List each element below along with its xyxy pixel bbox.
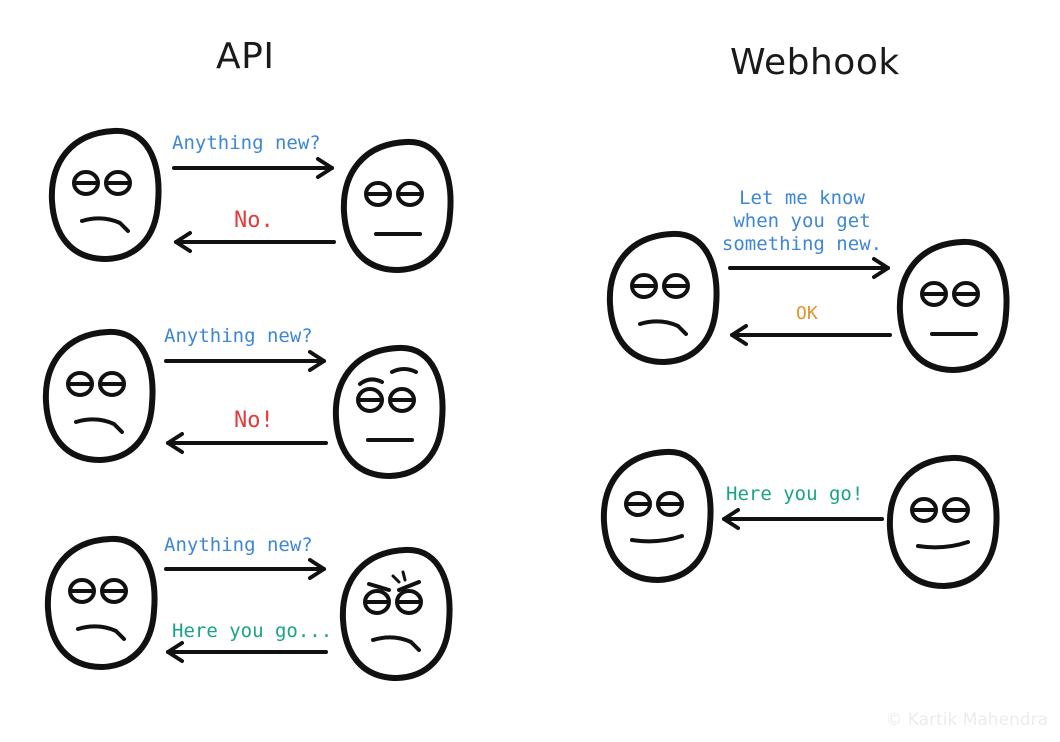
webhook-deliver-message: Here you go!	[726, 483, 864, 505]
webhook-title: Webhook	[730, 42, 900, 83]
api-round2-request-arrow	[164, 350, 326, 372]
webhook-ack-message: OK	[796, 303, 818, 324]
api-title: API	[216, 36, 275, 77]
webhook-deliver-arrow	[722, 508, 884, 530]
webhook-client-face-1	[610, 234, 717, 362]
api-round3-response: Here you go...	[172, 620, 333, 642]
api-round1-response: No.	[234, 208, 274, 233]
api-client-face-1	[52, 131, 159, 259]
api-round1-request: Anything new?	[172, 132, 321, 154]
webhook-server-face-2	[890, 458, 997, 586]
api-round2-response: No!	[234, 408, 274, 433]
webhook-subscribe-message: Let me know when you get something new.	[721, 187, 883, 255]
api-client-face-3	[48, 539, 155, 667]
webhook-client-face-2	[604, 452, 711, 580]
webhook-server-face-1	[900, 242, 1007, 370]
api-round1-request-arrow	[172, 157, 334, 179]
api-round1-response-arrow	[174, 231, 336, 253]
api-server-face-3	[343, 550, 450, 678]
api-round2-response-arrow	[166, 432, 328, 454]
api-round2-request: Anything new?	[164, 325, 313, 347]
webhook-subscribe-arrow	[728, 257, 890, 279]
api-round3-request: Anything new?	[164, 534, 313, 556]
webhook-ack-arrow	[730, 324, 892, 346]
api-server-face-1	[344, 142, 451, 270]
api-round3-response-arrow	[166, 641, 328, 663]
watermark: © Kartik Mahendra	[885, 710, 1048, 730]
api-client-face-2	[46, 332, 153, 460]
api-round3-request-arrow	[164, 558, 326, 580]
api-server-face-2	[336, 348, 443, 476]
